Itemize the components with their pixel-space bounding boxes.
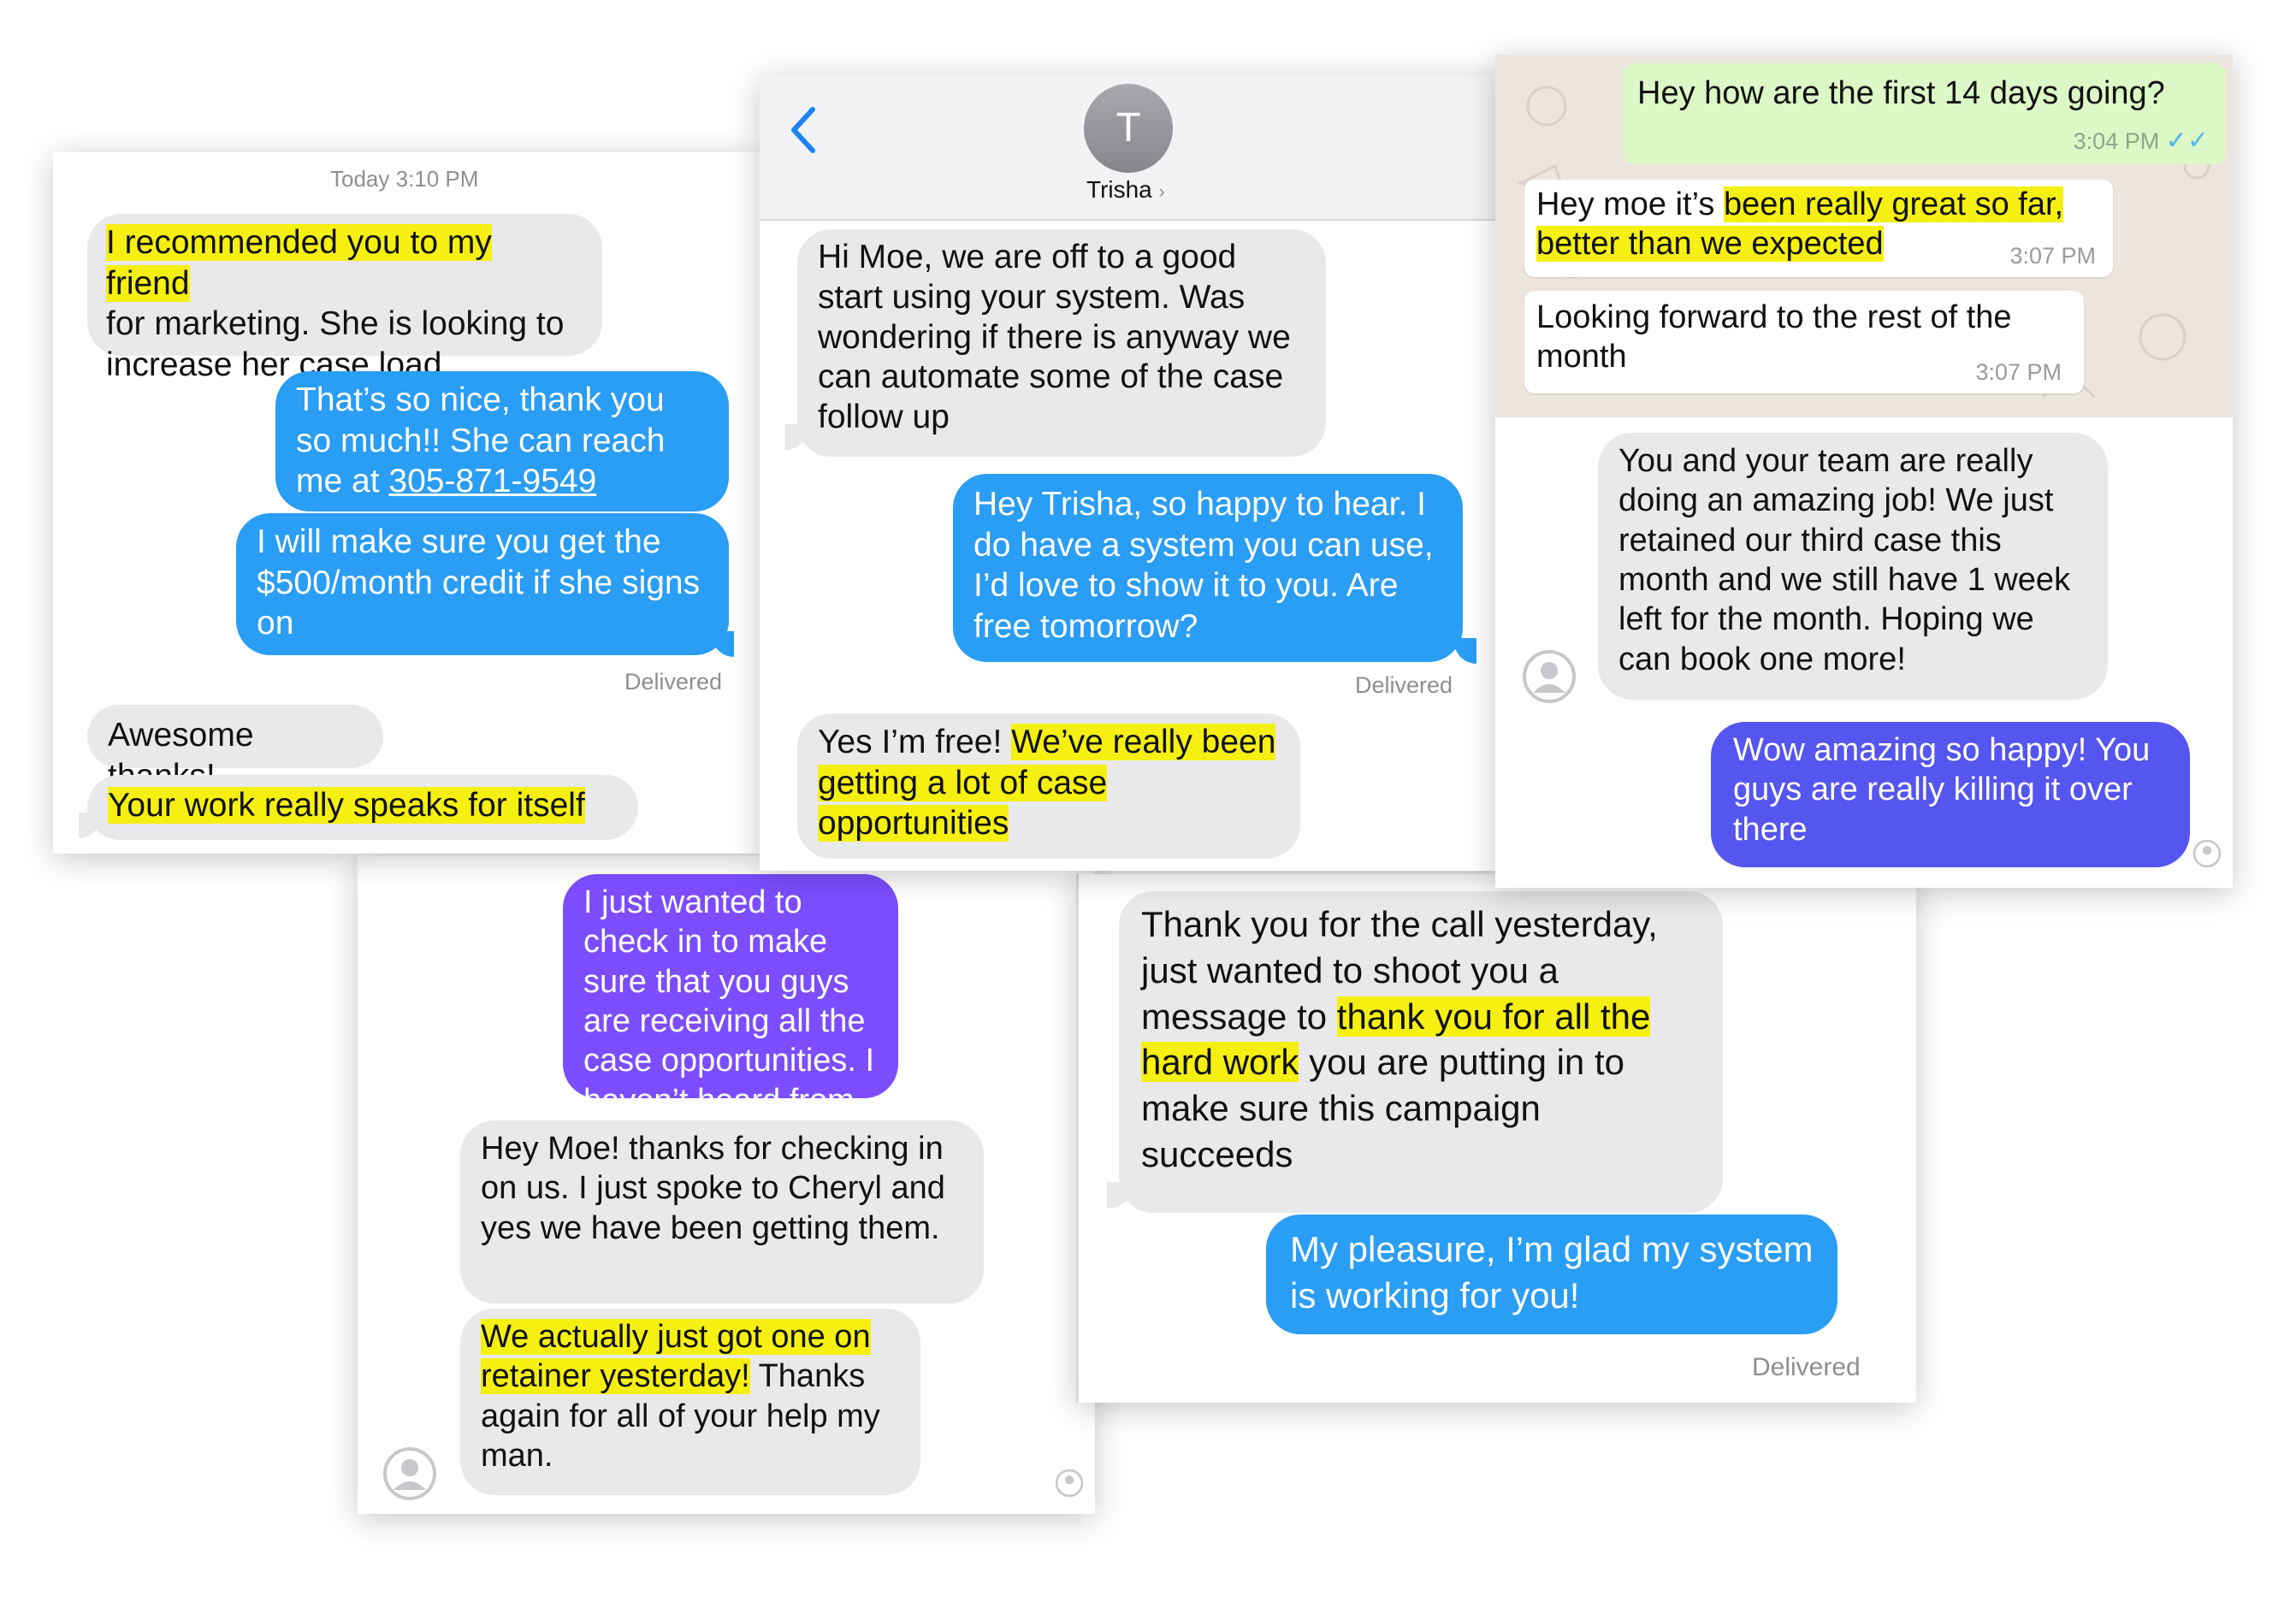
message-time: 3:07 PM xyxy=(1975,359,2062,386)
chevron-right-icon: › xyxy=(1158,180,1165,202)
message-bubble-outgoing: My pleasure, I’m glad my system is worki… xyxy=(1266,1215,1837,1334)
contact-name[interactable]: Trisha › xyxy=(1086,176,1165,204)
back-chevron-icon[interactable] xyxy=(789,106,818,154)
message-bubble-incoming: We actually just got one on retainer yes… xyxy=(460,1309,920,1495)
delivered-status: Delivered xyxy=(624,669,723,695)
highlighted-text: Your work really speaks for itself xyxy=(108,787,585,824)
message-text: Hi Moe, we are off to a good start using… xyxy=(818,239,1291,436)
delivered-status: Delivered xyxy=(1355,672,1453,698)
message-text: Hey Moe! thanks for checking in on us. I… xyxy=(481,1131,945,1246)
divider xyxy=(1076,874,1079,1403)
chat-card-referral: Today 3:10 PM I recommended you to my fr… xyxy=(53,152,760,854)
message-bubble-incoming: Thank you for the call yesterday, just w… xyxy=(1119,891,1723,1213)
message-text: That’s so nice, thank you so much!! She … xyxy=(296,381,666,500)
conversation-header: T Trisha › xyxy=(760,75,1504,221)
contact-avatar-icon xyxy=(2193,840,2221,867)
message-text: Wow amazing so happy! You guys are reall… xyxy=(1733,732,2151,848)
message-text: Looking forward to the rest of the month xyxy=(1536,299,2012,375)
conversation-timestamp: Today 3:10 PM xyxy=(330,166,479,192)
message-bubble-outgoing: I will make sure you get the $500/month … xyxy=(236,513,729,655)
message-time: 3:07 PM xyxy=(2009,243,2096,269)
message-time: 3:04 PM xyxy=(2073,128,2160,155)
bubble-tail xyxy=(785,424,808,450)
message-text: My pleasure, I’m glad my system is worki… xyxy=(1290,1229,1814,1315)
message-text: I just wanted to check in to make sure t… xyxy=(583,884,875,1158)
chat-card-checkin: I just wanted to check in to make sure t… xyxy=(358,855,1095,1514)
phone-number-link[interactable]: 305-871-9549 xyxy=(388,463,597,500)
message-bubble-outgoing: That’s so nice, thank you so much!! She … xyxy=(275,371,729,511)
chat-card-whatsapp: Hey how are the first 14 days going? 3:0… xyxy=(1495,55,2233,888)
avatar-initial: T xyxy=(1115,105,1141,151)
contact-avatar-icon xyxy=(1056,1469,1083,1497)
contact-avatar-icon xyxy=(1523,650,1576,703)
bubble-tail xyxy=(1454,638,1476,664)
contact-name-label: Trisha xyxy=(1086,176,1152,203)
message-bubble-outgoing: Hey Trisha, so happy to hear. I do have … xyxy=(953,474,1463,662)
message-text: Hey how are the first 14 days going? xyxy=(1637,75,2165,111)
message-text: Hey Trisha, so happy to hear. I do have … xyxy=(973,486,1434,645)
message-text: Hey moe it’s xyxy=(1536,186,1724,222)
chat-card-thank-you: Thank you for the call yesterday, just w… xyxy=(1076,874,1916,1403)
message-bubble-incoming: Yes I’m free! We’ve really been getting … xyxy=(797,713,1300,859)
bubble-tail xyxy=(79,813,101,838)
message-bubble-incoming: Hi Moe, we are off to a good start using… xyxy=(797,229,1326,457)
double-check-icon: ✓✓ xyxy=(2165,127,2209,156)
message-bubble-incoming: Awesome thanks! xyxy=(87,705,383,795)
chat-card-trisha: T Trisha › Hi Moe, we are off to a good … xyxy=(760,75,1504,871)
message-bubble-incoming: Hey moe it’s been really great so far, b… xyxy=(1524,180,2113,277)
contact-avatar-icon xyxy=(383,1447,436,1500)
message-text: I will make sure you get the $500/month … xyxy=(257,523,701,642)
message-bubble-outgoing: I just wanted to check in to make sure t… xyxy=(563,874,898,1158)
bubble-tail xyxy=(1107,1182,1133,1208)
message-bubble-incoming: You and your team are really doing an am… xyxy=(1598,433,2108,700)
message-bubble-outgoing: Wow amazing so happy! You guys are reall… xyxy=(1711,722,2190,867)
message-bubble-incoming: I recommended you to my friend for marke… xyxy=(87,214,602,383)
delivered-status: Delivered xyxy=(1752,1353,1861,1381)
message-text: you are putting in to make sure this cam… xyxy=(1141,1042,1624,1174)
message-bubble-outgoing: Hey how are the first 14 days going? 3:0… xyxy=(1624,63,2226,164)
highlighted-text: I recommended you to my friend xyxy=(106,224,492,302)
message-bubble-incoming: Looking forward to the rest of the month… xyxy=(1524,291,2084,393)
message-text: Thanks again for all of your help my man… xyxy=(481,1358,880,1475)
message-bubble-incoming: Your work really speaks for itself xyxy=(87,775,638,840)
message-text: You and your team are really doing an am… xyxy=(1618,443,2071,677)
bubble-tail xyxy=(712,631,734,657)
message-bubble-incoming: Hey Moe! thanks for checking in on us. I… xyxy=(460,1120,984,1303)
contact-avatar[interactable]: T xyxy=(1084,84,1173,173)
message-text: Thank you for the call yesterday, just w… xyxy=(1141,904,1658,1037)
message-text: Yes I’m free! xyxy=(818,724,1012,760)
